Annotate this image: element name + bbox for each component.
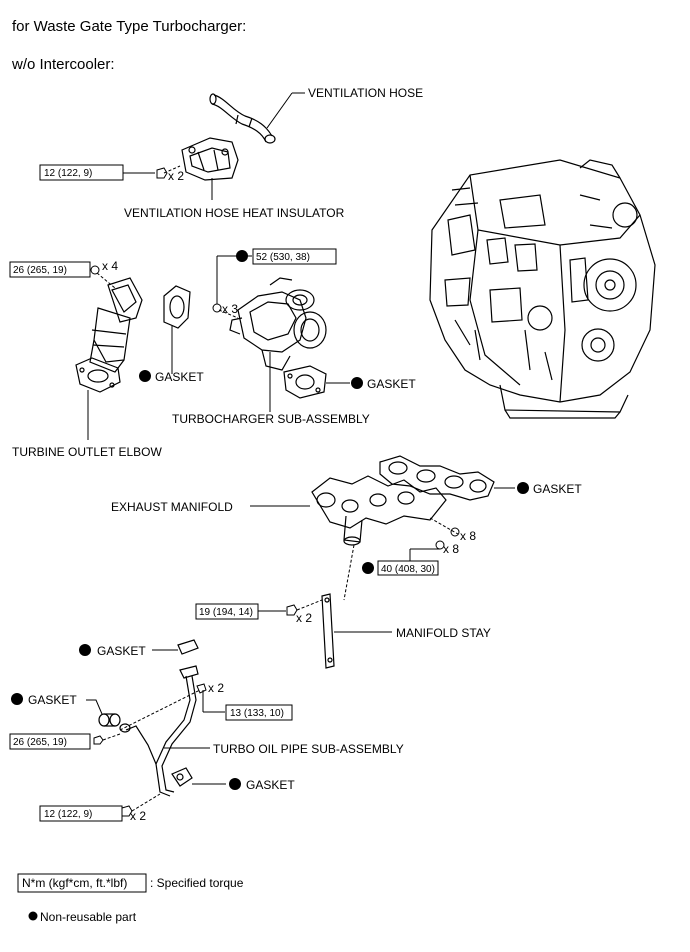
nonreusable-dot-gasket-oil-left: [11, 693, 23, 705]
legend-torque-text: : Specified torque: [150, 876, 244, 890]
manifold-stay-drawing: [321, 593, 335, 669]
qty-elbow-nut: x 4: [102, 259, 118, 273]
turbo-oil-pipe-drawing: [119, 665, 199, 797]
diagram-title: for Waste Gate Type Turbocharger:: [12, 18, 247, 35]
gasket-elbow-drawing: [163, 285, 191, 329]
label-ventilation-hose: VENTILATION HOSE: [308, 86, 423, 100]
turbine-outlet-elbow-drawing: [75, 277, 143, 393]
qty-turbo-nut: x 3: [222, 302, 238, 316]
oil-pipe-top-bolt-drawing: [196, 683, 225, 713]
nonreusable-dot-gasket-oil-top: [79, 644, 91, 656]
torque-box-oil-top: [225, 704, 293, 721]
gasket-manifold-drawing: [379, 455, 495, 501]
stay-bolt-drawing: [286, 599, 323, 616]
nonreusable-dot-turbo-nut: [236, 250, 248, 262]
torque-box-turbo: [252, 248, 337, 265]
nonreusable-dot-manifold-nut: [362, 562, 374, 574]
ventilation-hose-drawing: [209, 93, 276, 144]
nonreusable-dot-gasket-turbo: [351, 377, 363, 389]
nonreusable-dot-gasket-elbow: [139, 370, 151, 382]
exhaust-manifold-drawing: [311, 475, 447, 546]
label-gasket-manifold: GASKET: [533, 482, 582, 496]
torque-box-elbow: [9, 261, 91, 278]
torque-box-oil-union: [9, 733, 91, 750]
elbow-nut-drawing: [90, 265, 116, 289]
label-ventilation-hose-heat-insulator: VENTILATION HOSE HEAT INSULATOR: [124, 206, 345, 220]
turbocharger-drawing: [229, 277, 327, 371]
label-gasket-oil-bottom: GASKET: [246, 778, 295, 792]
torque-oil-pipe-bottom: 12 (122, 9): [44, 809, 92, 820]
qty-oil-pipe-top: x 2: [208, 681, 224, 695]
label-turbo-oil-pipe-sub-assembly: TURBO OIL PIPE SUB-ASSEMBLY: [213, 742, 404, 756]
label-turbine-outlet-elbow: TURBINE OUTLET ELBOW: [12, 445, 162, 459]
torque-elbow-nut: 26 (265, 19): [13, 265, 67, 276]
legend-torque-unit: N*m (kgf*cm, ft.*lbf): [22, 876, 127, 890]
label-gasket-elbow: GASKET: [155, 370, 204, 384]
label-turbocharger-sub-assembly: TURBOCHARGER SUB-ASSEMBLY: [172, 412, 370, 426]
torque-stay-bolt: 19 (194, 14): [199, 607, 253, 618]
label-gasket-turbo: GASKET: [367, 377, 416, 391]
manifold-nut-drawing: [409, 527, 460, 561]
torque-box-oil-bottom: [39, 805, 123, 822]
leader-ventilation-hose: [266, 92, 293, 129]
gasket-oil-bottom-drawing: [171, 767, 193, 787]
gasket-oil-left-drawing: [98, 713, 121, 727]
label-manifold-stay: MANIFOLD STAY: [396, 626, 491, 640]
qty-oil-pipe-bottom: x 2: [130, 809, 146, 823]
leader-gasket-oil-left: [86, 699, 103, 715]
qty-manifold-nut-b: x 8: [443, 542, 459, 556]
qty-stay-bolt: x 2: [296, 611, 312, 625]
torque-box-manifold: [377, 560, 439, 576]
insulator-bolt-drawing: [156, 165, 181, 179]
torque-insulator-bolt: 12 (122, 9): [44, 168, 92, 179]
gasket-turbo-drawing: [283, 365, 327, 399]
legend-torque-box: [17, 873, 147, 893]
label-gasket-oil-left: GASKET: [28, 693, 77, 707]
legend-nonreusable-dot: [28, 911, 38, 921]
gasket-oil-top-drawing: [177, 639, 199, 655]
diagram-subtitle: w/o Intercooler:: [12, 56, 115, 73]
heat-insulator-drawing: [181, 137, 239, 181]
torque-manifold-nut: 40 (408, 30): [381, 564, 435, 575]
torque-oil-pipe-top: 13 (133, 10): [230, 708, 284, 719]
label-gasket-oil-top: GASKET: [97, 644, 146, 658]
legend-nonreusable-text: Non-reusable part: [40, 910, 137, 924]
torque-oil-pipe-union: 26 (265, 19): [13, 737, 67, 748]
label-exhaust-manifold: EXHAUST MANIFOLD: [111, 500, 233, 514]
qty-manifold-nut-a: x 8: [460, 529, 476, 543]
torque-turbo-nut: 52 (530, 38): [256, 252, 310, 263]
nonreusable-dot-gasket-manifold: [517, 482, 529, 494]
engine-block-drawing: [429, 159, 656, 419]
qty-insulator-bolt: x 2: [168, 169, 184, 183]
oil-pipe-union-bolt-drawing: [93, 733, 121, 745]
nonreusable-dot-gasket-oil-bottom: [229, 778, 241, 790]
